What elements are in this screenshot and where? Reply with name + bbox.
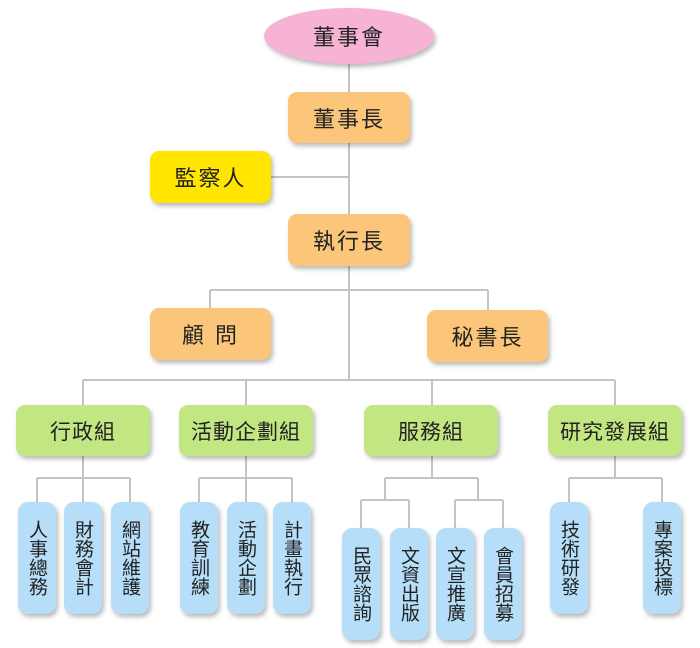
- ceo-node: 執行長: [288, 214, 410, 266]
- chairman-label: 董事長: [312, 107, 385, 133]
- ceo-label: 執行長: [312, 230, 385, 255]
- secretary-label: 秘書長: [451, 326, 524, 351]
- unit-research-tech: 技術研發: [550, 502, 588, 614]
- unit-label: 財務會計: [72, 520, 94, 596]
- group-research-label: 研究發展組: [560, 419, 670, 444]
- unit-label: 專案投標: [651, 520, 673, 596]
- group-planning: 活動企劃組: [179, 405, 313, 456]
- advisor-node: 顧 問: [150, 308, 271, 360]
- group-service: 服務組: [364, 405, 498, 456]
- unit-service-inquiry: 民眾諮詢: [342, 528, 380, 640]
- unit-admin-finance: 財務會計: [64, 502, 102, 614]
- unit-planning-events: 活動企劃: [227, 502, 265, 614]
- unit-service-publishing: 文資出版: [390, 528, 428, 640]
- group-research: 研究發展組: [548, 405, 682, 456]
- group-service-label: 服務組: [398, 419, 464, 444]
- unit-label: 網站維護: [119, 520, 141, 596]
- board-label: 董事會: [312, 26, 385, 51]
- unit-research-bidding: 專案投標: [643, 502, 681, 614]
- unit-label: 活動企劃: [235, 520, 257, 596]
- chairman-node: 董事長: [288, 92, 410, 143]
- unit-planning-execution: 計畫執行: [273, 502, 311, 614]
- unit-label: 教育訓練: [188, 520, 210, 596]
- board-node: 董事會: [264, 8, 434, 64]
- group-admin: 行政組: [16, 405, 150, 456]
- unit-label: 技術研發: [558, 520, 580, 596]
- unit-service-promotion: 文宣推廣: [436, 528, 474, 640]
- unit-label: 人事總務: [26, 520, 48, 596]
- secretary-node: 秘書長: [427, 310, 548, 362]
- group-admin-label: 行政組: [50, 419, 116, 444]
- unit-admin-hr: 人事總務: [18, 502, 56, 614]
- unit-label: 會員招募: [492, 546, 514, 622]
- unit-service-membership: 會員招募: [484, 528, 522, 640]
- supervisor-node: 監察人: [150, 151, 271, 203]
- unit-label: 民眾諮詢: [350, 546, 372, 622]
- advisor-label: 顧 問: [182, 324, 239, 349]
- unit-label: 計畫執行: [281, 520, 303, 596]
- unit-admin-web: 網站維護: [111, 502, 149, 614]
- unit-planning-training: 教育訓練: [180, 502, 218, 614]
- group-planning-label: 活動企劃組: [191, 419, 301, 444]
- unit-label: 文資出版: [398, 546, 420, 622]
- unit-label: 文宣推廣: [444, 546, 466, 622]
- supervisor-label: 監察人: [174, 167, 247, 192]
